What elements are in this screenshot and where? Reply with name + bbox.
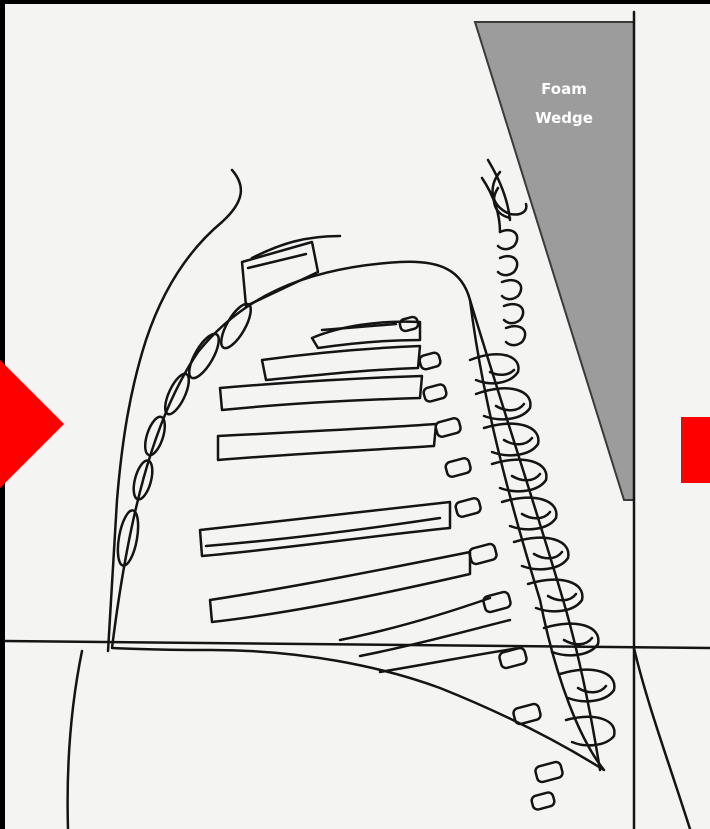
foam-wedge-label-line1: Foam	[541, 80, 587, 98]
right-red-square-marker	[681, 417, 710, 483]
foam-wedge-label-line2: Wedge	[535, 109, 593, 127]
